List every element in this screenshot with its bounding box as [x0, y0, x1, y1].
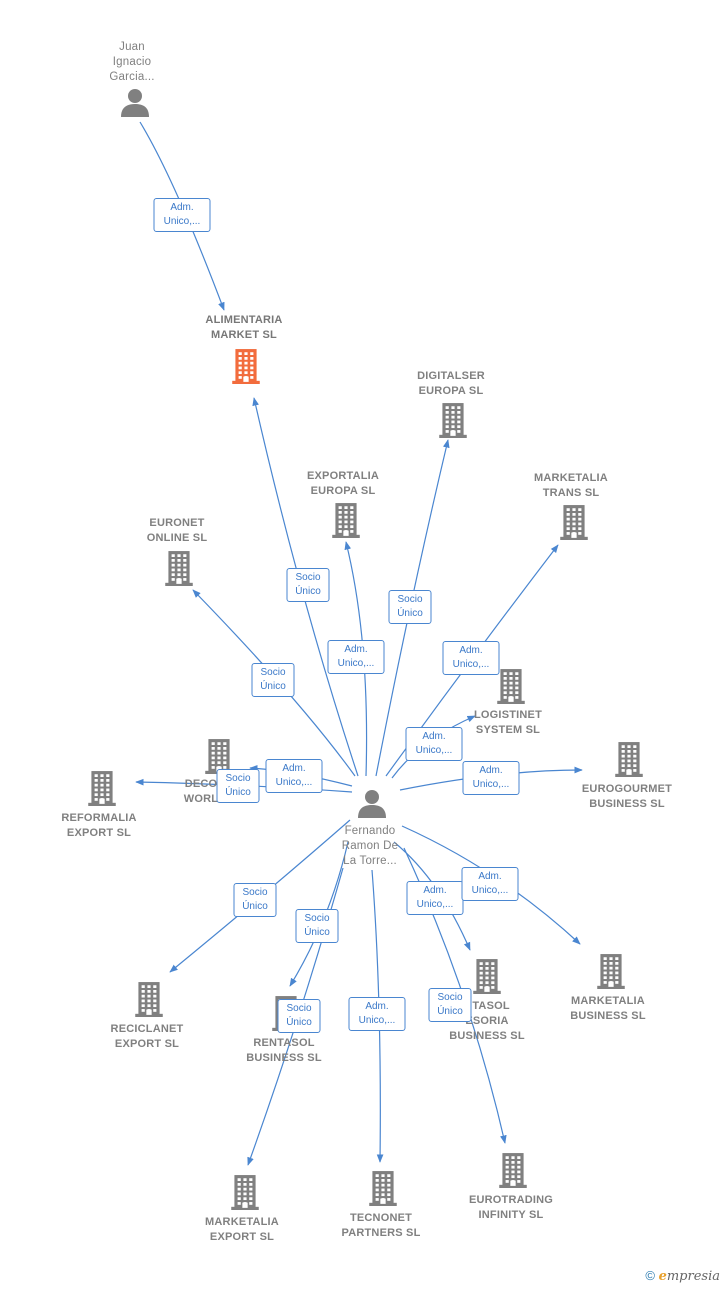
edge-role-label[interactable]: Adm. Unico,... [442, 641, 500, 675]
edge-role-label[interactable]: Adm. Unico,... [153, 198, 211, 232]
empresia-logo: empresia [658, 1269, 720, 1284]
edge-role-label[interactable]: Adm. Unico,... [406, 881, 464, 915]
empresia-credit[interactable]: © empresia [645, 1268, 720, 1284]
node-label-digitalser[interactable]: DIGITALSER EUROPA SL [417, 370, 485, 397]
edge-role-label[interactable]: Adm. Unico,... [461, 867, 519, 901]
node-label-reformalia[interactable]: REFORMALIA EXPORT SL [61, 812, 137, 839]
building-icon[interactable] [204, 738, 234, 779]
edge-role-label[interactable]: Adm. Unico,... [405, 727, 463, 761]
node-label-decoworld[interactable]: DECO WORL [183, 778, 219, 805]
edge-role-label[interactable]: Socio Único [233, 883, 277, 917]
building-icon[interactable] [134, 981, 164, 1022]
edge-role-label[interactable]: Socio Único [216, 769, 260, 803]
building-icon[interactable] [596, 953, 626, 994]
edge-role-label[interactable]: Socio Único [251, 663, 295, 697]
person-icon[interactable] [357, 788, 387, 823]
node-label-juan[interactable]: Juan Ignacio Garcia... [109, 41, 155, 83]
edge-role-label[interactable]: Adm. Unico,... [265, 759, 323, 793]
node-label-marketalia-business[interactable]: MARKETALIA BUSINESS SL [570, 995, 646, 1022]
building-icon[interactable] [438, 402, 468, 443]
node-label-reciclanet[interactable]: RECICLANET EXPORT SL [110, 1023, 184, 1050]
edge-role-label[interactable]: Socio Único [277, 999, 321, 1033]
node-label-logistinet[interactable]: LOGISTINET SYSTEM SL [474, 709, 542, 736]
node-label-marketalia-trans[interactable]: MARKETALIA TRANS SL [534, 472, 608, 499]
node-label-rentasol-asesoria[interactable]: NTASOL ESORIA BUSINESS SL [449, 1000, 525, 1042]
node-label-rentasol-business[interactable]: RENTASOL BUSINESS SL [246, 1037, 322, 1064]
building-icon[interactable] [230, 1174, 260, 1215]
building-icon[interactable] [164, 550, 194, 591]
node-label-tecnonet[interactable]: TECNONET PARTNERS SL [341, 1212, 421, 1239]
edge-role-label[interactable]: Socio Único [388, 590, 432, 624]
node-label-eurogourmet[interactable]: EUROGOURMET BUSINESS SL [581, 783, 673, 810]
edge-role-label[interactable]: Socio Único [286, 568, 330, 602]
building-icon[interactable] [614, 741, 644, 782]
edge-role-label[interactable]: Adm. Unico,... [462, 761, 520, 795]
edge-role-label[interactable]: Adm. Unico,... [327, 640, 385, 674]
node-label-euronet[interactable]: EURONET ONLINE SL [146, 517, 208, 544]
edge-role-label[interactable]: Adm. Unico,... [348, 997, 406, 1031]
building-icon[interactable] [87, 770, 117, 811]
building-icon[interactable] [368, 1170, 398, 1211]
building-icon[interactable] [496, 668, 526, 709]
person-icon[interactable] [120, 87, 150, 122]
node-label-eurotrading[interactable]: EUROTRADING INFINITY SL [468, 1194, 554, 1221]
building-icon[interactable] [498, 1152, 528, 1193]
copyright-symbol: © [645, 1268, 655, 1283]
node-label-exportalia[interactable]: EXPORTALIA EUROPA SL [306, 470, 380, 497]
building-icon[interactable] [331, 502, 361, 543]
building-icon[interactable] [559, 504, 589, 545]
edge-role-label[interactable]: Socio Único [428, 988, 472, 1022]
building-icon-highlight[interactable] [231, 348, 261, 389]
building-icon[interactable] [472, 958, 502, 999]
edge-role-label[interactable]: Socio Único [295, 909, 339, 943]
node-label-alimentaria[interactable]: ALIMENTARIA MARKET SL [205, 314, 283, 341]
node-label-marketalia-export[interactable]: MARKETALIA EXPORT SL [205, 1216, 279, 1243]
node-label-fernando[interactable]: Fernando Ramon De La Torre... [341, 825, 399, 867]
